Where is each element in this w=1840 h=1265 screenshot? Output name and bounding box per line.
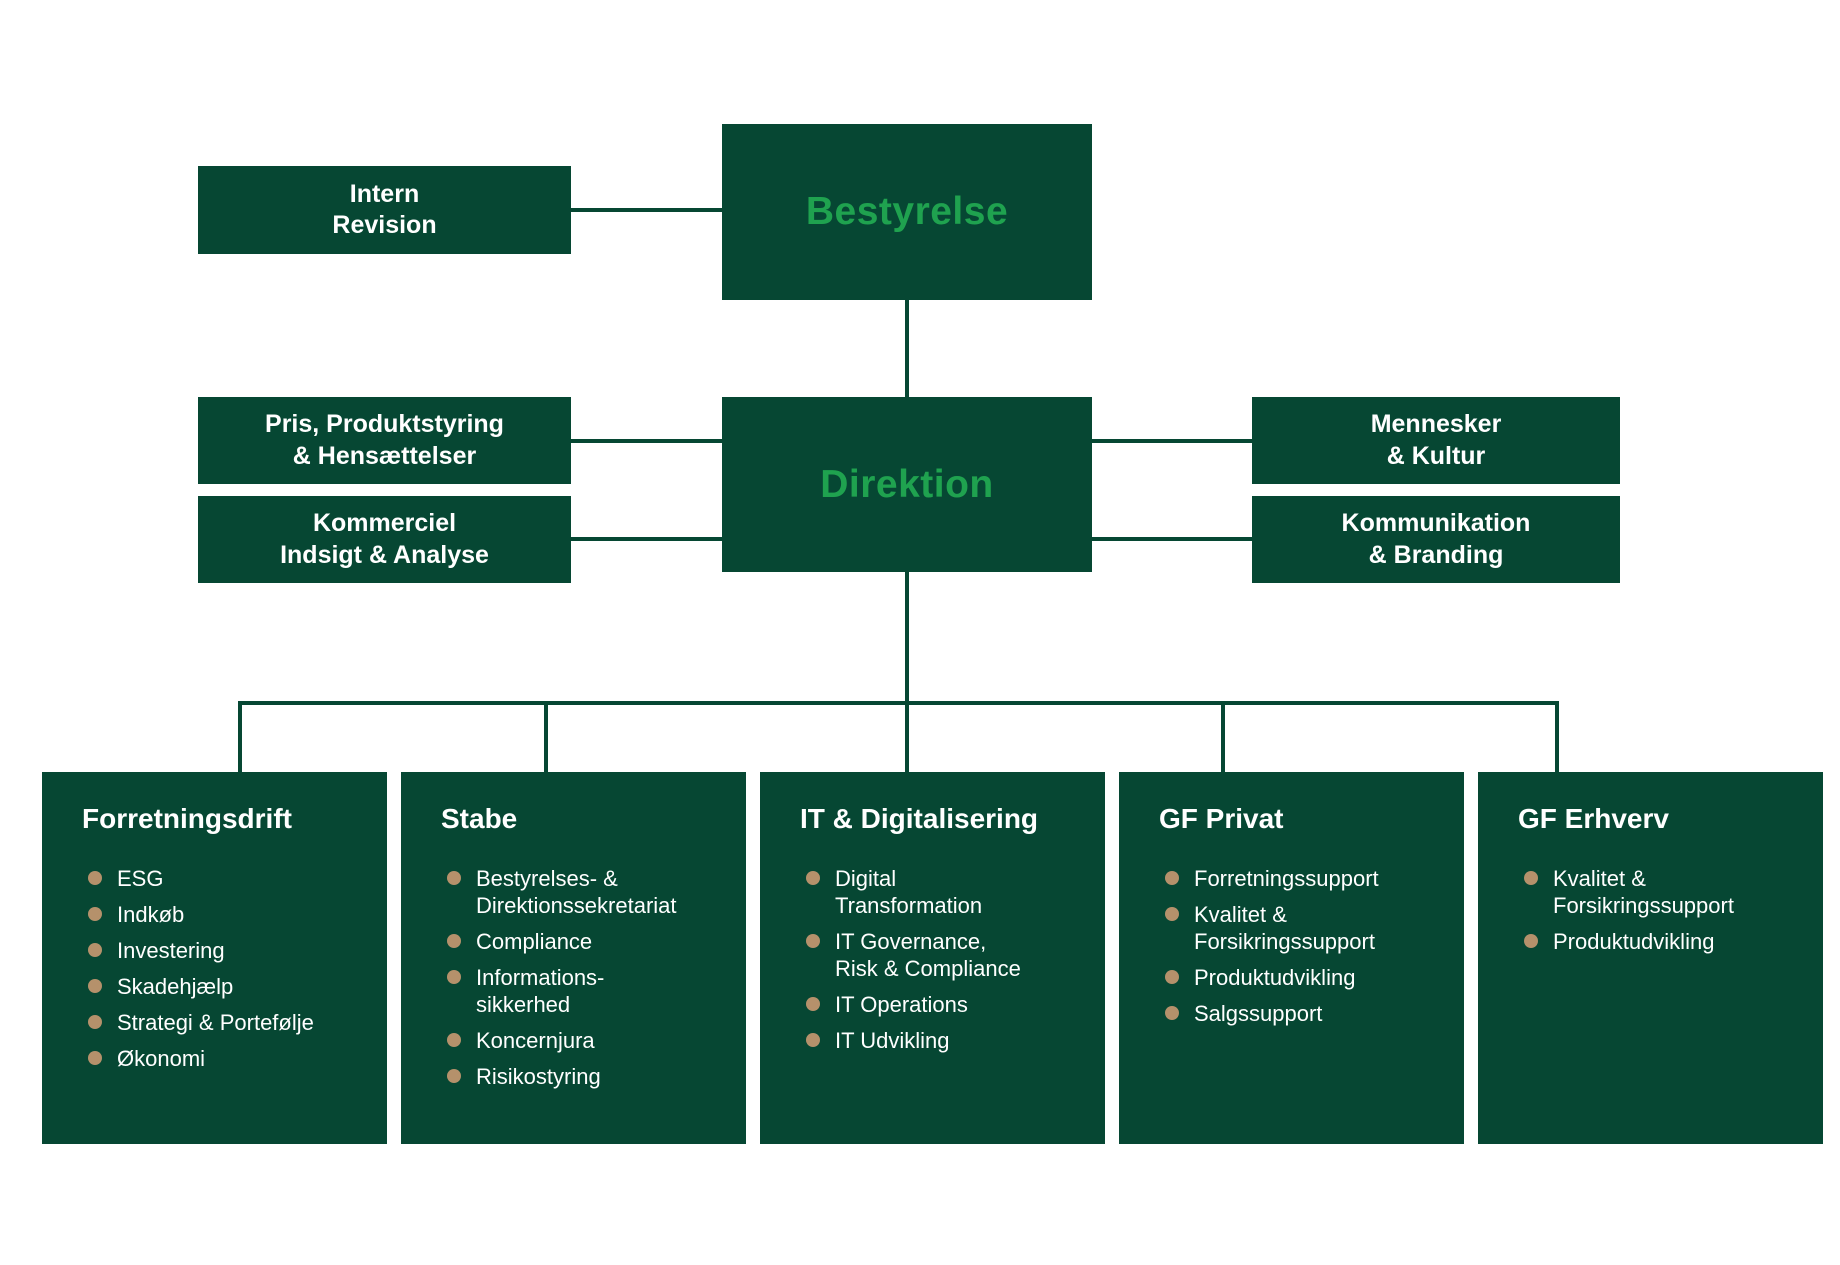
bullet-dot-icon xyxy=(447,969,461,984)
department-list-item: Investering xyxy=(82,937,369,964)
department-list-item: Produktudvikling xyxy=(1159,964,1446,991)
bullet-dot-icon xyxy=(1165,969,1179,984)
department-item-label: Informations- sikkerhed xyxy=(476,964,605,1017)
box-mennesker-kultur: Mennesker & Kultur xyxy=(1252,397,1620,484)
box-line: & Branding xyxy=(1368,540,1504,569)
department-item-label: Koncernjura xyxy=(476,1027,595,1053)
department-item-label: IT Udvikling xyxy=(835,1027,950,1053)
bullet-dot-icon xyxy=(806,996,820,1011)
department-item-label: Strategi & Portefølje xyxy=(117,1009,314,1035)
bullet-dot-icon xyxy=(447,1032,461,1047)
department-list-item: IT Operations xyxy=(800,991,1087,1018)
department-list-item: Compliance xyxy=(441,928,728,955)
box-label: Direktion xyxy=(820,462,994,506)
department-list-item: Kvalitet & Forsikringssupport xyxy=(1518,865,1805,919)
department-item-label: Indkøb xyxy=(117,901,185,927)
box-direktion: Direktion xyxy=(722,397,1092,572)
bullet-dot-icon xyxy=(88,870,102,885)
box-intern-revision: Intern Revision xyxy=(198,166,571,254)
department-item-label: IT Governance, Risk & Compliance xyxy=(835,928,1021,981)
bullet-dot-icon xyxy=(447,933,461,948)
bullet-dot-icon xyxy=(1165,1005,1179,1020)
box-label: Bestyrelse xyxy=(805,190,1009,234)
bullet-dot-icon xyxy=(806,933,820,948)
department-item-label: Compliance xyxy=(476,928,593,954)
bullet-dot-icon xyxy=(447,1068,461,1083)
bullet-dot-icon xyxy=(806,1032,820,1047)
department-list: ESG Indkøb Investering Skadehjælp Strate… xyxy=(82,865,369,1072)
department-list-item: Risikostyring xyxy=(441,1063,728,1090)
department-list-item: Økonomi xyxy=(82,1045,369,1072)
department-list-item: ESG xyxy=(82,865,369,892)
department-list-item: Salgssupport xyxy=(1159,1000,1446,1027)
bullet-dot-icon xyxy=(88,906,102,921)
bullet-dot-icon xyxy=(88,1050,102,1065)
department-list-item: IT Udvikling xyxy=(800,1027,1087,1054)
box-kommunikation-branding: Kommunikation & Branding xyxy=(1252,496,1620,583)
department-title: Forretningsdrift xyxy=(82,803,292,834)
department-list: Digital Transformation IT Governance, Ri… xyxy=(800,865,1087,1054)
box-pris-produktstyring: Pris, Produktstyring & Hensættelser xyxy=(198,397,571,484)
department-item-label: Kvalitet & Forsikringssupport xyxy=(1194,901,1375,954)
department-item-label: ESG xyxy=(117,865,164,891)
bullet-dot-icon xyxy=(88,1014,102,1029)
department-title: Stabe xyxy=(441,803,518,834)
department-title: IT & Digitalisering xyxy=(800,803,1039,834)
box-line: Indsigt & Analyse xyxy=(280,540,489,569)
bullet-dot-icon xyxy=(1524,870,1538,885)
department-list-item: Produktudvikling xyxy=(1518,928,1805,955)
department-list-item: Indkøb xyxy=(82,901,369,928)
department-item-label: IT Operations xyxy=(835,991,968,1017)
department-item-label: Bestyrelses- & Direktionssekretariat xyxy=(476,865,677,918)
bullet-dot-icon xyxy=(1524,933,1538,948)
department-card: GF Privat Forretningssupport Kvalitet & … xyxy=(1119,772,1464,1144)
bullet-dot-icon xyxy=(88,978,102,993)
box-line: Mennesker xyxy=(1370,410,1502,438)
department-list-item: Koncernjura xyxy=(441,1027,728,1054)
department-list: Bestyrelses- & Direktionssekretariat Com… xyxy=(441,865,728,1090)
bullet-dot-icon xyxy=(447,870,461,885)
department-list-item: Digital Transformation xyxy=(800,865,1087,919)
box-kommerciel-indsigt: Kommerciel Indsigt & Analyse xyxy=(198,496,571,583)
department-card: IT & Digitalisering Digital Transformati… xyxy=(760,772,1105,1144)
box-line: Kommerciel xyxy=(312,509,457,537)
box-bestyrelse: Bestyrelse xyxy=(722,124,1092,300)
department-card: GF Erhverv Kvalitet & Forsikringssupport… xyxy=(1478,772,1823,1144)
department-card: Stabe Bestyrelses- & Direktionssekretari… xyxy=(401,772,746,1144)
department-item-label: Risikostyring xyxy=(476,1063,601,1089)
department-list-item: Skadehjælp xyxy=(82,973,369,1000)
department-item-label: Produktudvikling xyxy=(1194,964,1356,990)
department-list-item: Forretningssupport xyxy=(1159,865,1446,892)
department-title: GF Erhverv xyxy=(1518,803,1669,834)
department-item-label: Salgssupport xyxy=(1194,1000,1323,1026)
department-list: Forretningssupport Kvalitet & Forsikring… xyxy=(1159,865,1446,1027)
bullet-dot-icon xyxy=(88,942,102,957)
department-card: Forretningsdrift ESG Indkøb Investering … xyxy=(42,772,387,1144)
department-list: Kvalitet & Forsikringssupport Produktudv… xyxy=(1518,865,1805,955)
department-item-label: Skadehjælp xyxy=(117,973,234,999)
bullet-dot-icon xyxy=(1165,870,1179,885)
box-line: Pris, Produktstyring xyxy=(265,410,504,438)
department-item-label: Investering xyxy=(117,937,225,963)
department-list-item: Informations- sikkerhed xyxy=(441,964,728,1018)
department-item-label: Økonomi xyxy=(117,1045,206,1071)
box-line: & Kultur xyxy=(1386,441,1486,470)
department-item-label: Forretningssupport xyxy=(1194,865,1379,891)
box-line: Revision xyxy=(332,211,437,239)
department-item-label: Kvalitet & Forsikringssupport xyxy=(1553,865,1734,918)
box-line: Intern xyxy=(349,179,420,208)
department-list-item: Kvalitet & Forsikringssupport xyxy=(1159,901,1446,955)
department-item-label: Produktudvikling xyxy=(1553,928,1715,954)
department-title: GF Privat xyxy=(1159,803,1284,834)
department-list-item: IT Governance, Risk & Compliance xyxy=(800,928,1087,982)
department-list-item: Bestyrelses- & Direktionssekretariat xyxy=(441,865,728,919)
box-line: Kommunikation xyxy=(1341,509,1531,537)
department-list-item: Strategi & Portefølje xyxy=(82,1009,369,1036)
bullet-dot-icon xyxy=(1165,906,1179,921)
department-item-label: Digital Transformation xyxy=(835,865,983,918)
box-line: & Hensættelser xyxy=(292,441,477,470)
bullet-dot-icon xyxy=(806,870,820,885)
